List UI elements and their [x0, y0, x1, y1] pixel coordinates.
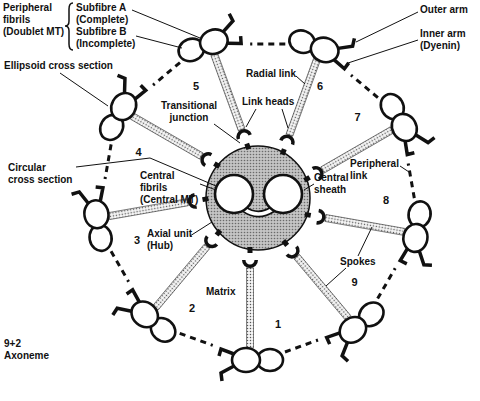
leader-line [296, 76, 305, 84]
part-label: Radial link [246, 68, 302, 80]
callout-number: 3 [129, 233, 145, 247]
callout-number: 1 [270, 317, 286, 331]
part-label: Matrix [206, 286, 242, 298]
bracket [65, 3, 73, 50]
leader-line [358, 227, 372, 256]
leader-line [200, 184, 216, 190]
leader-line [400, 166, 409, 172]
part-label: Subfibre B (Incomplete) [76, 26, 142, 50]
part-label: Central fibrils (Central MT) [140, 170, 201, 206]
leader-line [356, 12, 418, 42]
callout-number: 2 [184, 301, 200, 315]
leader-line [190, 222, 212, 236]
leader-line [136, 36, 182, 48]
callout-number: 9 [347, 275, 363, 289]
axial-hub [206, 146, 310, 250]
central-fibril [264, 175, 302, 213]
part-label: Transitional junction [158, 100, 220, 124]
leader-line [304, 184, 314, 190]
callout-number: 7 [349, 110, 365, 124]
central-bridge [244, 209, 273, 214]
part-label: Ellipsoid cross section [4, 60, 134, 72]
callout-number: 5 [188, 79, 204, 93]
part-label: Peripheral fibrils (Doublet MT) [3, 2, 69, 38]
leader-line [60, 73, 108, 106]
leader-line [282, 109, 288, 128]
part-label: Subfibre A (Complete) [76, 2, 142, 26]
leader-line [326, 268, 346, 286]
central-bridge-inner [244, 209, 273, 214]
part-label: Inner arm (Dyenin) [420, 28, 478, 52]
part-label: Axial unit (Hub) [147, 228, 197, 252]
doublet-microtubule [111, 210, 273, 376]
leader-line [246, 109, 256, 127]
part-label: Outer arm [420, 4, 478, 16]
part-label: Spokes [340, 256, 380, 268]
callout-number: 6 [312, 79, 328, 93]
doublet-microtubule [260, 197, 422, 363]
doublet-microtubule [218, 6, 357, 166]
leader-line [214, 124, 240, 143]
part-label: Peripheral link [350, 158, 402, 182]
doublet-microtubule [299, 147, 448, 268]
leader-line [348, 40, 418, 63]
central-fibril [215, 175, 253, 213]
callout-number: 8 [378, 193, 394, 207]
doublet-microtubule [70, 73, 236, 226]
part-label: 9+2 Axoneme [4, 338, 64, 362]
doublet-microtubule [139, 13, 278, 173]
leader-line [132, 10, 200, 38]
part-label: Central sheath [314, 172, 358, 196]
doublet-microtubule [71, 168, 220, 289]
part-label: Circular cross section [8, 162, 74, 186]
part-label: Link heads [242, 96, 298, 108]
callout-number: 4 [131, 145, 147, 159]
